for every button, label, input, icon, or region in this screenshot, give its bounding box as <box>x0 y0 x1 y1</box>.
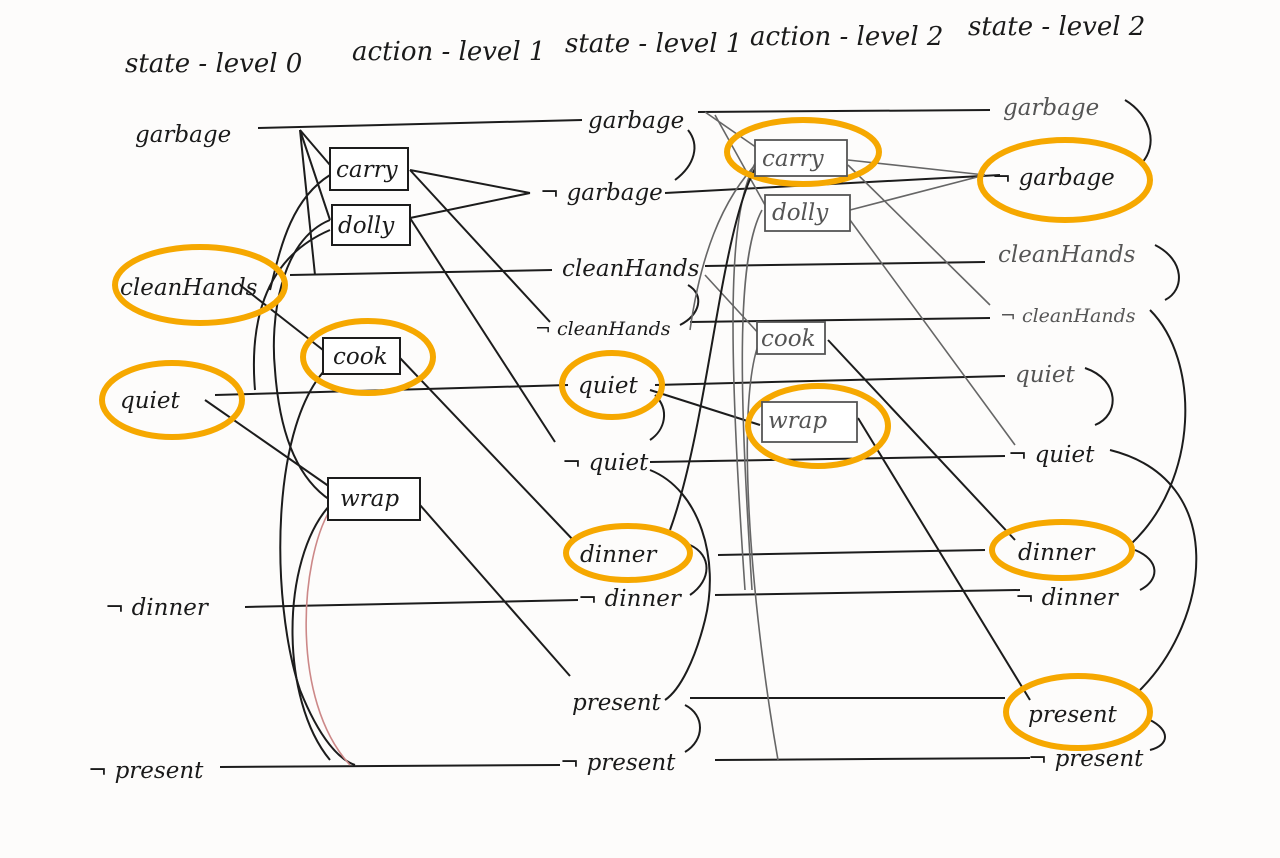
header-state-level-0: state - level 0 <box>125 49 302 79</box>
level2-not-cleanhands: ¬ cleanHands <box>1000 305 1136 327</box>
highlight-action2-wrap <box>745 383 891 469</box>
level1-not-present: ¬ present <box>560 750 676 776</box>
level0-quiet: quiet <box>120 388 181 414</box>
level1-garbage: garbage <box>588 108 684 134</box>
action1-carry-box <box>329 147 409 191</box>
level1-not-garbage: ¬ garbage <box>540 180 663 206</box>
action1-carry-label: carry <box>336 157 399 183</box>
level1-cleanhands: cleanHands <box>562 256 700 282</box>
highlight-marks <box>99 117 1153 751</box>
action1-wrap-box <box>327 477 421 521</box>
level0-garbage: garbage <box>135 122 231 148</box>
action1-wrap-label: wrap <box>340 486 399 512</box>
action2-cook-box <box>756 321 826 355</box>
highlight-action1-cook <box>300 318 436 396</box>
level2-not-quiet: ¬ quiet <box>1008 442 1095 468</box>
level2-garbage: garbage <box>1003 95 1099 121</box>
highlight-level2-not-garbage <box>977 137 1153 223</box>
level1-quiet: quiet <box>578 373 639 399</box>
highlight-level1-quiet <box>559 350 665 420</box>
action-1-effects <box>399 169 576 677</box>
level2-not-garbage: ¬ garbage <box>992 165 1115 191</box>
action2-carry-box <box>754 139 848 177</box>
state-level-0: garbage cleanHands quiet ¬ dinner ¬ pres… <box>88 122 258 784</box>
level1-not-cleanhands: ¬ cleanHands <box>535 318 671 340</box>
state-level-1: garbage ¬ garbage cleanHands ¬ cleanHand… <box>535 108 700 776</box>
header-state-level-1: state - level 1 <box>565 29 742 59</box>
action-level-2: carry dolly cook wrap <box>754 139 858 443</box>
level1-dinner: dinner <box>580 542 658 568</box>
highlight-level1-dinner <box>563 523 693 583</box>
level2-cleanhands: cleanHands <box>998 242 1136 268</box>
level-1-mutex <box>649 129 711 753</box>
level0-cleanhands: cleanHands <box>120 275 258 301</box>
action2-carry-label: carry <box>762 146 825 172</box>
action2-wrap-box <box>761 401 858 443</box>
highlight-level0-quiet <box>99 360 245 440</box>
action2-dolly-label: dolly <box>772 200 829 226</box>
level2-dinner: dinner <box>1018 540 1096 566</box>
level1-present: present <box>572 690 662 716</box>
level2-quiet: quiet <box>1015 362 1076 388</box>
level1-not-quiet: ¬ quiet <box>562 450 649 476</box>
level0-not-present: ¬ present <box>88 758 204 784</box>
highlight-level2-present <box>1003 673 1153 751</box>
level-1-edges <box>649 109 1031 761</box>
action-level-1: carry dolly cook wrap <box>322 147 421 521</box>
level-2-mutex <box>1084 99 1198 751</box>
highlight-level2-dinner <box>989 519 1135 581</box>
level2-present: present <box>1028 702 1118 728</box>
level-0-edges <box>204 119 583 768</box>
action1-cook-label: cook <box>333 344 388 370</box>
action1-dolly-label: dolly <box>338 213 395 239</box>
level0-not-dinner: ¬ dinner <box>105 595 210 621</box>
action2-dolly-box <box>764 194 851 232</box>
header-action-level-1: action - level 1 <box>352 37 545 67</box>
action2-wrap-label: wrap <box>768 408 827 434</box>
state-level-2: garbage ¬ garbage cleanHands ¬ cleanHand… <box>992 95 1144 772</box>
header-state-level-2: state - level 2 <box>968 12 1145 42</box>
action2-cook-label: cook <box>761 326 816 352</box>
action1-cook-box <box>322 337 401 375</box>
highlight-action2-carry <box>724 117 882 187</box>
header-action-level-2: action - level 2 <box>750 22 943 52</box>
level1-not-dinner: ¬ dinner <box>578 586 683 612</box>
level2-not-present: ¬ present <box>1028 746 1144 772</box>
highlight-level0-cleanhands <box>112 244 288 326</box>
level2-not-dinner: ¬ dinner <box>1015 585 1120 611</box>
action1-dolly-box <box>331 204 411 246</box>
